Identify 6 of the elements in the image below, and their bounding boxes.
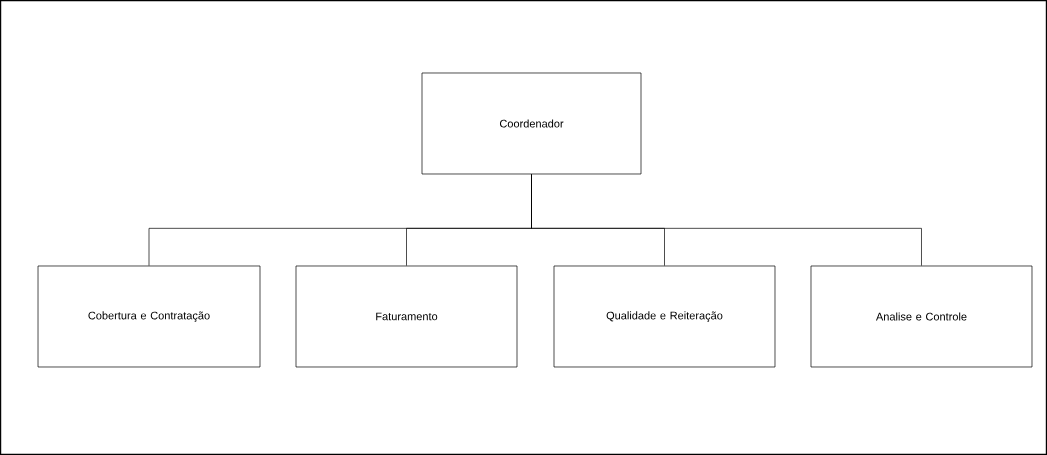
connector-line [531,174,922,266]
org-box: Cobertura e Contratação [37,265,261,368]
org-box: Qualidade e Reiteração [553,265,776,368]
org-box: Analise e Controle [810,265,1033,368]
org-box: Faturamento [295,265,518,368]
org-box: Coordenador [421,72,642,175]
